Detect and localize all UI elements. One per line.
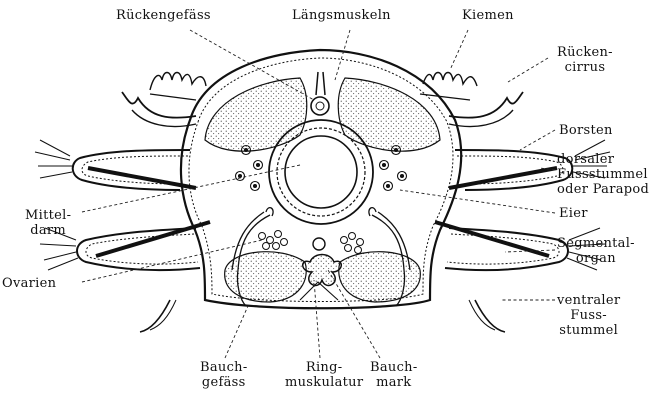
dorsal-vessel [311, 72, 329, 115]
ovaries [259, 231, 364, 254]
label-bauchmark: Bauch- mark [370, 360, 418, 390]
label-laengsmuskeln: Längsmuskeln [292, 8, 391, 23]
label-ovarien: Ovarien [2, 276, 56, 291]
label-dorsaler-fussstummel: dorsaler Fussstummel oder Parapod [557, 152, 649, 197]
label-segmentalorgan: Segmental- organ [557, 236, 635, 266]
label-ringmuskulatur: Ring- muskulatur [285, 360, 363, 390]
label-ventraler-fussstummel: ventraler Fuss- stummel [557, 293, 620, 338]
label-rueckengefaess: Rückengefäss [116, 8, 211, 23]
label-borsten: Borsten [559, 123, 613, 138]
label-mitteldarm: Mittel- darm [25, 208, 71, 238]
midgut [269, 120, 373, 224]
ventral-vessel-and-nerve-cord [300, 238, 341, 300]
label-kiemen: Kiemen [462, 8, 514, 23]
label-bauchgefaess: Bauch- gefäss [200, 360, 248, 390]
eggs [236, 146, 407, 191]
label-rueckencirrus: Rücken- cirrus [557, 45, 613, 75]
label-eier: Eier [559, 206, 588, 221]
